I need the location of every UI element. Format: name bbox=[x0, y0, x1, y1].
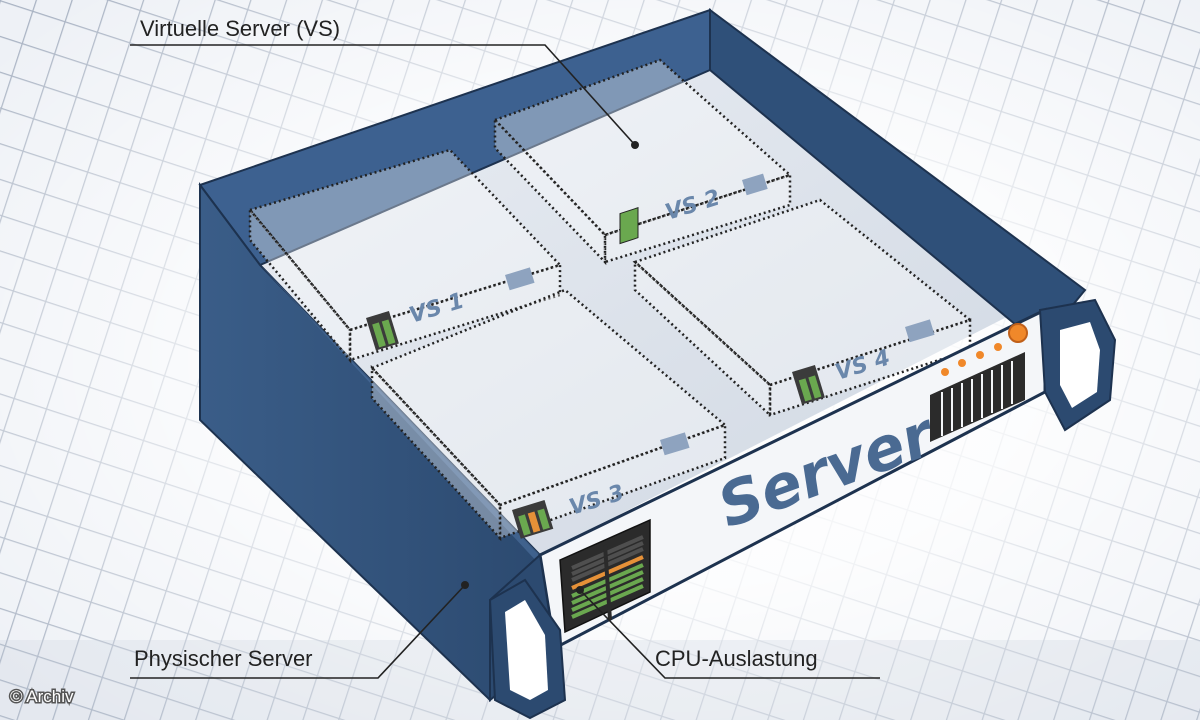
callout-cpu-load: CPU-Auslastung bbox=[655, 646, 818, 671]
physical-server-chassis bbox=[198, 8, 1087, 702]
callout-physical-server: Physischer Server bbox=[134, 646, 313, 671]
vs3-cpu-meter bbox=[512, 500, 554, 539]
virtual-server-vs2: VS 2 bbox=[492, 58, 793, 266]
rack-handles bbox=[488, 298, 1117, 720]
callouts: Virtuelle Server (VS) Physischer Server … bbox=[130, 16, 880, 679]
image-credit: © Archiv bbox=[10, 687, 74, 706]
vs4-cpu-meter bbox=[791, 364, 825, 405]
vs1-cpu-meter bbox=[366, 310, 399, 351]
cpu-load-meter bbox=[559, 518, 651, 634]
callout-virtual-servers: Virtuelle Server (VS) bbox=[140, 16, 340, 41]
virtual-servers: VS 2 VS 1 VS 4 bbox=[247, 58, 973, 542]
vent-grille bbox=[930, 352, 1025, 442]
credit-badge: © Archiv bbox=[9, 686, 76, 708]
chassis-floor bbox=[260, 70, 1040, 555]
virtual-server-vs1: VS 1 bbox=[247, 148, 563, 364]
status-leds bbox=[941, 323, 1028, 376]
virtual-server-vs4: VS 4 bbox=[632, 198, 973, 418]
virtual-server-vs3: VS 3 bbox=[369, 288, 728, 542]
